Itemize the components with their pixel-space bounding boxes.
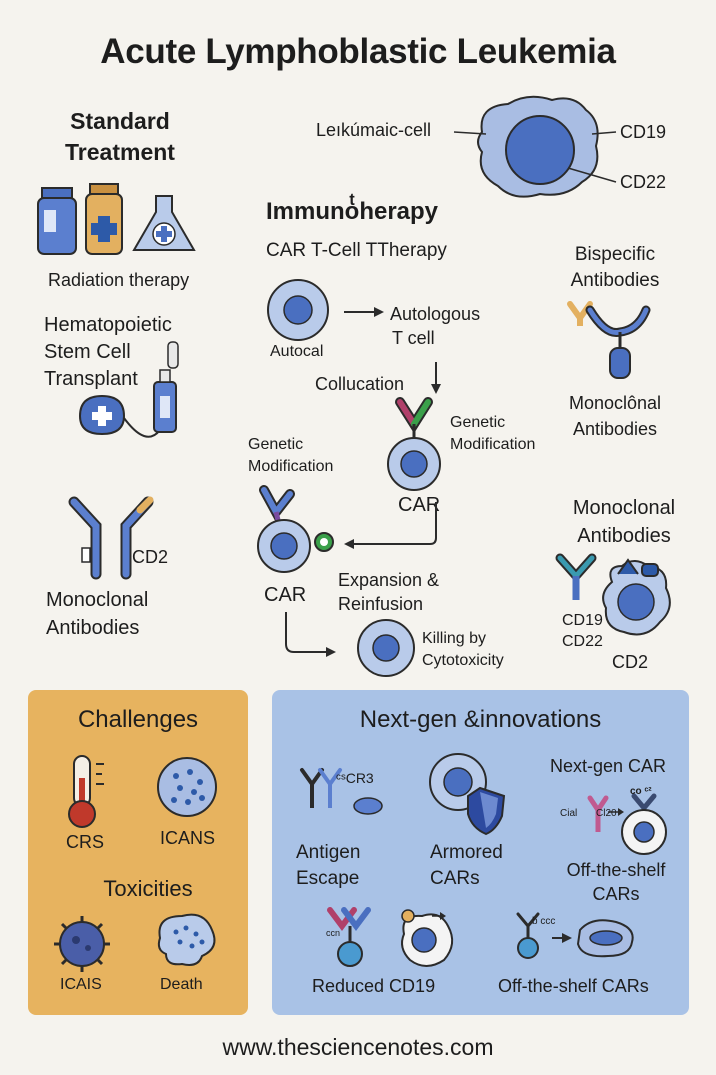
- icans-label: ICANS: [160, 828, 216, 848]
- armored-cars-label: Armored CARs: [430, 842, 503, 889]
- collucation-label: Collucation: [315, 374, 405, 394]
- page-title: Acute Lymphoblastic Leukemia: [100, 32, 616, 71]
- reduced-cd19-cell-icon: [401, 909, 454, 967]
- arrow-curve-right-icon: [285, 612, 336, 657]
- killing-cell-icon: [357, 619, 415, 677]
- immunotherapy-heading: Immunoͭherapy: [266, 198, 439, 225]
- radiation-therapy-label: Radiation therapy: [48, 270, 190, 290]
- car-label-2: CAR: [264, 584, 307, 606]
- leukemic-cell-illustration: [453, 95, 617, 198]
- armored-car-icon: [429, 753, 506, 836]
- autologous-t-cell-label: Autologous T cell: [390, 304, 481, 348]
- medicine-vials-icon: [37, 183, 196, 255]
- cd19-marker-label: CD19: [620, 122, 667, 142]
- expansion-reinfusion-label: Expansion & Reinfusion: [338, 570, 440, 614]
- killing-cytotoxicity-label: Killing by Cytotoxicity: [422, 630, 504, 669]
- icais-label: ICAIS: [60, 976, 102, 993]
- reduced-cd19-antibody-icon: [327, 907, 371, 967]
- antigen-escape-icon: [300, 768, 383, 815]
- off-the-shelf-cars-label-2: Off-the-shelf CARs: [498, 976, 649, 996]
- off-the-shelf-car-icon: [516, 912, 634, 959]
- nextgen-heading: Next-gen &innovations: [359, 706, 602, 733]
- bispecific-antibodies-label: Bispecific Antibodies: [570, 244, 660, 291]
- cd2-label-right: CD2: [612, 652, 649, 672]
- cd22-marker-label: CD22: [620, 172, 667, 192]
- hsct-label: Hematopoietic Stem Cell Transplant: [44, 314, 172, 390]
- reduced-cd19-label: Reduced CD19: [312, 976, 436, 996]
- genetic-modification-left-label: Genetic Modification: [248, 436, 334, 475]
- cd2-label-left: CD2: [132, 547, 169, 567]
- antibody-binding-cell-icon: [555, 553, 671, 636]
- autocal-label: Autocal: [270, 343, 324, 360]
- leukemic-cell-label: Leıkúmaic-cell: [316, 120, 432, 140]
- cr3-label: ᶜˢCR3: [336, 770, 374, 786]
- crs-label: CRS: [66, 832, 105, 852]
- monoclonal-antibodies-right-2: Monoclonal Antibodies: [572, 497, 676, 547]
- cd19-cd22-labels: CD19 CD22: [562, 612, 603, 650]
- monoclonal-antibodies-left: Monoclonal Antibodies: [46, 589, 149, 639]
- nextgen-car-label: Next-gen CAR: [550, 756, 667, 776]
- arrow-down-icon: [431, 362, 441, 394]
- virus-icon: [54, 916, 110, 972]
- car-t-cell-therapy-title: CAR T-Cell TTherapy: [266, 240, 447, 261]
- icans-cell-icon: [157, 757, 217, 817]
- antigen-escape-label: Antigen Escape: [296, 842, 361, 889]
- footer-url[interactable]: www.thesciencenotes.com: [222, 1034, 494, 1060]
- bispecific-antibody-icon: [567, 301, 651, 379]
- cial-label: Cial: [560, 808, 578, 819]
- brain-icon: [157, 913, 216, 966]
- autologous-t-cell-icon: [267, 279, 384, 341]
- car-t-cell-icon-2: [257, 485, 334, 573]
- co-label: co ᶜ²: [630, 786, 652, 797]
- car-label-1: CAR: [398, 494, 441, 516]
- nextgen-car-icon: [587, 793, 667, 855]
- challenges-heading: Challenges: [77, 706, 199, 733]
- standard-treatment-heading: Standard Treatment: [65, 108, 175, 165]
- off-the-shelf-cars-label-1: Off-the-shelf CARs: [566, 860, 666, 904]
- toxicities-heading: Toxicities: [103, 876, 193, 901]
- arrow-left-icon: [344, 502, 437, 549]
- genetic-modification-right-label: Genetic Modification: [450, 414, 536, 453]
- transplant-bag-icon: [78, 341, 179, 438]
- death-label: Death: [160, 976, 203, 993]
- cdc-label: b ccc: [532, 916, 556, 927]
- car-t-cell-icon-1: [387, 397, 441, 491]
- cl20-label: Cl20: [596, 808, 617, 819]
- thermometer-icon: [68, 755, 104, 828]
- monoclonal-antibody-icon: [68, 496, 154, 580]
- ccn-label: ccn: [326, 928, 341, 938]
- monoclonal-antibodies-right-1: Monoclônal Antibodies: [568, 393, 662, 439]
